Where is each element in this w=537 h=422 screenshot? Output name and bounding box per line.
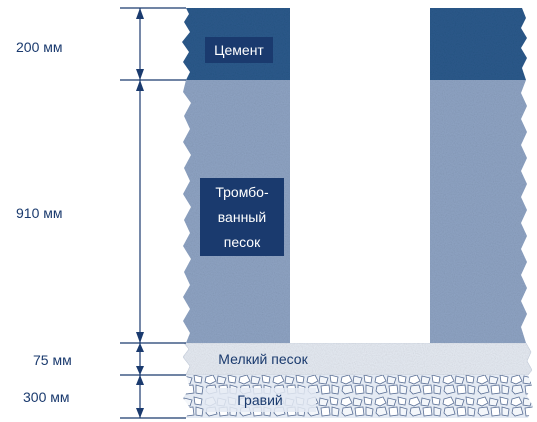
- sand-label-box: [200, 178, 284, 256]
- fine-sand-label: Мелкий песок: [218, 351, 308, 367]
- dimension-lines: [120, 7, 186, 419]
- dim-gravel: 300 мм: [23, 389, 70, 405]
- gravel-label: Гравий: [237, 392, 282, 408]
- cement-label: Цемент: [214, 42, 264, 58]
- cement-layer-right: [430, 8, 527, 80]
- cement-label-box: [205, 37, 273, 63]
- sand-label-line2: ванный: [218, 209, 266, 225]
- sand-label-line3: песок: [224, 234, 261, 250]
- dim-sand: 910 мм: [16, 205, 63, 221]
- gravel-label-box: [204, 388, 316, 412]
- sand-layer-right: [430, 80, 527, 343]
- dim-cement: 200 мм: [16, 39, 63, 55]
- dim-fine-sand: 75 мм: [33, 352, 72, 368]
- sand-label-line1: Тромбо-: [215, 184, 269, 200]
